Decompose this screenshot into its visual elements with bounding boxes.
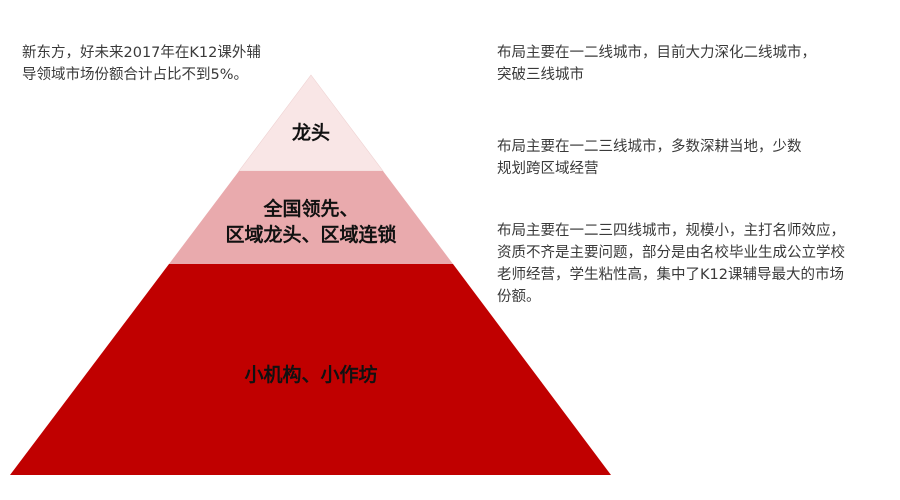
description-line: 资质不齐是主要问题，部分是由名校毕业生成公立学校 xyxy=(497,245,845,261)
pyramid-label-middle: 全国领先、 区域龙头、区域连锁 xyxy=(190,196,432,248)
label-line: 全国领先、 xyxy=(263,198,359,220)
left-note: 新东方，好未来2017年在K12课外辅 导领域市场份额合计占比不到5%。 xyxy=(22,42,292,86)
pyramid-layer-middle xyxy=(169,171,453,264)
description-line: 份额。 xyxy=(497,289,541,305)
description-middle-layer: 布局主要在一二三线城市，多数深耕当地，少数 规划跨区域经营 xyxy=(497,136,892,180)
pyramid-label-top: 龙头 xyxy=(251,120,371,146)
label-line: 龙头 xyxy=(291,122,330,144)
description-top-layer: 布局主要在一二线城市，目前大力深化二线城市， 突破三线城市 xyxy=(497,42,892,86)
pyramid-label-bottom: 小机构、小作坊 xyxy=(190,362,432,388)
description-line: 老师经营，学生粘性高，集中了K12课辅导最大的市场 xyxy=(497,267,844,283)
description-line: 突破三线城市 xyxy=(497,67,584,83)
left-note-line: 导领域市场份额合计占比不到5%。 xyxy=(22,67,249,83)
description-line: 规划跨区域经营 xyxy=(497,161,599,177)
left-note-line: 新东方，好未来2017年在K12课外辅 xyxy=(22,45,261,61)
pyramid-layer-bottom xyxy=(10,264,611,475)
description-line: 布局主要在一二线城市，目前大力深化二线城市， xyxy=(497,45,816,61)
label-line: 区域龙头、区域连锁 xyxy=(225,224,397,246)
description-line: 布局主要在一二三四线城市，规模小，主打名师效应， xyxy=(497,223,845,239)
label-line: 小机构、小作坊 xyxy=(244,364,378,386)
description-bottom-layer: 布局主要在一二三四线城市，规模小，主打名师效应， 资质不齐是主要问题，部分是由名… xyxy=(497,220,892,308)
description-line: 布局主要在一二三线城市，多数深耕当地，少数 xyxy=(497,139,802,155)
